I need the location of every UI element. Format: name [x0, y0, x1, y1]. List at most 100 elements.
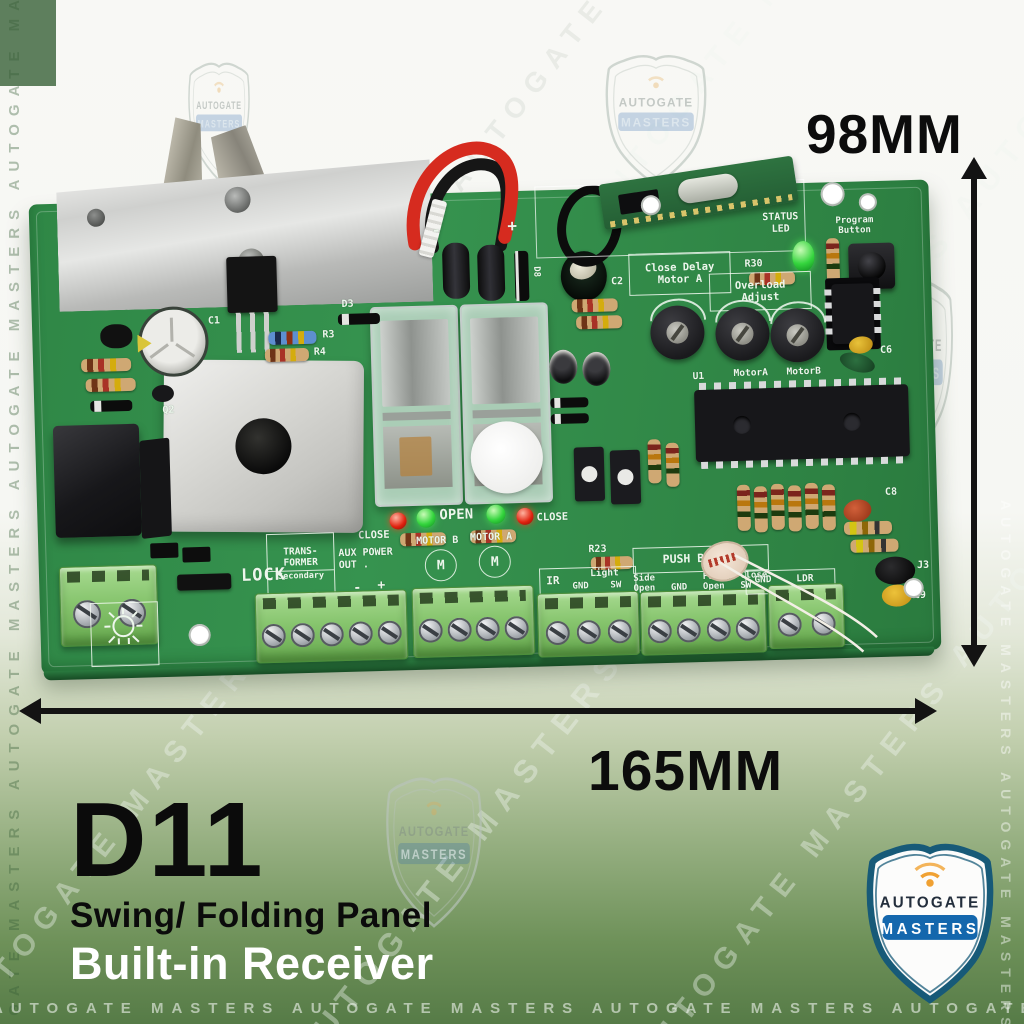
product-caption: D11 Swing/ Folding Panel Built-in Receiv…	[70, 781, 434, 990]
d8-label: D8	[531, 266, 542, 278]
diode	[90, 399, 133, 413]
close-delay-label: Close Delay Motor A	[644, 260, 715, 287]
r30-label: R30	[744, 258, 763, 270]
diode-d3	[337, 312, 381, 326]
terminal-screw[interactable]	[418, 617, 444, 643]
lamp-icon	[104, 608, 143, 645]
bridge-center-dot	[235, 417, 292, 475]
resistor-program	[825, 238, 841, 283]
terminal-screw[interactable]	[290, 622, 316, 647]
pot-motor-b-label: MotorB	[786, 365, 822, 378]
width-dimension-arrow	[40, 708, 916, 714]
terminal-screw[interactable]	[447, 616, 472, 642]
resistor	[753, 486, 769, 533]
secondary-label: Secondary	[267, 569, 335, 583]
terminal-screw[interactable]	[647, 618, 672, 644]
transformer-aux-terminal-block[interactable]	[254, 589, 409, 664]
resistor	[571, 298, 618, 313]
resistor	[80, 357, 132, 373]
cap-vent-line	[169, 317, 174, 342]
gnd-label: GND	[572, 581, 589, 592]
relay-armature	[379, 318, 451, 407]
ir-terminal-block[interactable]	[536, 590, 641, 658]
open-label: OPEN	[439, 506, 474, 524]
relay-divider	[472, 408, 541, 419]
ic-dimple-2	[842, 412, 862, 431]
diode	[550, 413, 589, 425]
aux-power-label: AUX POWER OUT .	[338, 546, 393, 571]
height-dimension-label: 98MM	[806, 103, 963, 165]
terminal-slots	[66, 569, 150, 583]
transistor-q1	[99, 323, 133, 349]
relay-cube-side	[139, 437, 172, 539]
relay-coil	[382, 424, 453, 489]
optocoupler-2	[609, 449, 642, 505]
resistor	[647, 439, 662, 484]
width-dimension-label: 165MM	[588, 739, 784, 803]
relay-1	[369, 304, 464, 508]
opto-window	[581, 465, 598, 483]
terminal-screw[interactable]	[475, 616, 501, 641]
terminal-screw[interactable]	[545, 620, 570, 645]
dc-minus-label: -	[431, 220, 442, 240]
resistor	[736, 484, 751, 531]
to220-legs	[235, 311, 271, 353]
capacitor-cylinder-2	[476, 244, 506, 302]
dc-plus-label: +	[507, 216, 518, 236]
motor-terminal-block[interactable]	[411, 584, 536, 659]
relay-2	[459, 302, 554, 505]
terminal-screw[interactable]	[576, 619, 602, 645]
terminal-screw[interactable]	[348, 620, 373, 646]
relay-cube	[52, 423, 142, 539]
optocoupler-1	[573, 446, 606, 502]
light-label: Light	[589, 567, 619, 580]
circuit-board: - + D8 C2 STATUS LED R30 Program Button	[28, 180, 942, 681]
terminal-screw[interactable]	[319, 621, 345, 647]
brand-masters-text: MASTERS	[880, 921, 979, 938]
c1-label: C1	[207, 315, 221, 327]
close-left-label: CLOSE	[357, 528, 390, 542]
brand-logo: AUTOGATE MASTERS	[858, 842, 1002, 1010]
product-feature: Built-in Receiver	[70, 937, 434, 989]
motor-b-label: MOTOR B	[416, 534, 459, 547]
ir-label: IR	[546, 573, 560, 588]
terminal-screw[interactable]	[504, 615, 529, 641]
main-ic	[694, 384, 910, 463]
c8-label: C8	[884, 486, 898, 498]
terminal-screw[interactable]	[376, 619, 402, 645]
resistor	[804, 482, 819, 530]
program-button-label: Program Button	[835, 215, 874, 237]
cap-vent-line	[149, 343, 169, 359]
resistor	[575, 315, 623, 330]
q2-label: Q2	[162, 404, 175, 416]
transformer-box: TRANS- FORMER Secondary 0 - 16	[265, 532, 336, 604]
lamp-silkscreen-box	[89, 601, 160, 668]
r4-label: R4	[313, 346, 327, 358]
terminal-screw[interactable]	[261, 623, 287, 648]
watermark-left-edge: AUTOGATE MASTERS AUTOGATE MASTERS AUTOGA…	[6, 0, 23, 1024]
corner-watermark-patch	[0, 0, 56, 86]
lock-jumper[interactable]	[177, 573, 232, 591]
d3-label: D3	[341, 298, 354, 310]
resistor-r3	[268, 330, 317, 346]
pot-slot-1	[666, 321, 689, 344]
resistor	[85, 377, 136, 393]
relay-armature	[469, 316, 541, 405]
status-led	[791, 240, 815, 272]
u1-label: U1	[692, 370, 705, 383]
motor-a-label: MOTOR A	[469, 531, 513, 544]
brand-autogate-text: AUTOGATE	[880, 895, 981, 912]
c2-label: C2	[610, 276, 624, 288]
cap-vent-line	[175, 343, 196, 358]
to220-transistor	[226, 255, 278, 353]
model-name: D11	[70, 781, 265, 899]
resistor	[821, 484, 837, 531]
resistor-r4	[264, 347, 310, 363]
terminal-screw[interactable]	[607, 618, 633, 644]
capacitor-cylinder-1	[441, 242, 471, 300]
bridge-rectifier-block	[162, 359, 365, 533]
wifi-icon	[914, 862, 946, 887]
terminal-screw[interactable]	[676, 617, 702, 643]
ic-dimple-1	[732, 415, 752, 435]
